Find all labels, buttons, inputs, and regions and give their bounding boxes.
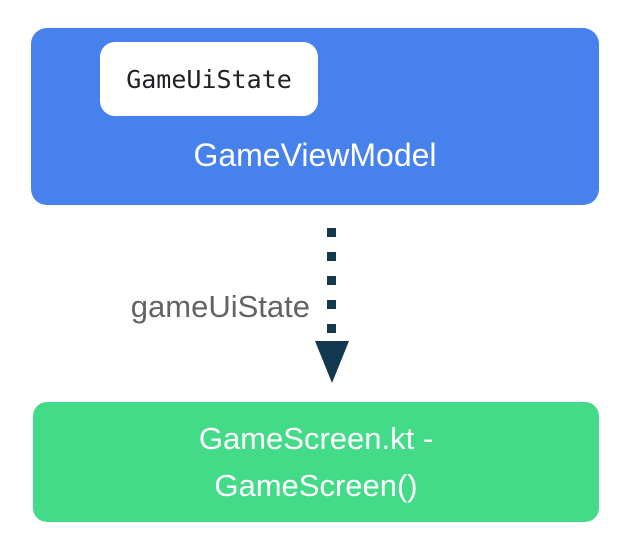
screen-box-label-line2: GameScreen() <box>214 468 418 503</box>
screen-box: GameScreen.kt - GameScreen() <box>33 402 599 522</box>
ui-state-chip: GameUiState <box>100 42 318 116</box>
flow-arrow-dotted-line <box>327 228 336 333</box>
viewmodel-box-label: GameViewModel <box>193 137 437 173</box>
arrow-dot <box>327 324 336 333</box>
viewmodel-box: GameUiState GameViewModel <box>31 28 599 205</box>
flow-arrow-label: gameUiState <box>130 289 310 324</box>
ui-state-chip-label: GameUiState <box>126 64 292 94</box>
arrow-dot <box>327 228 336 237</box>
screen-box-label-line1: GameScreen.kt - <box>198 421 434 456</box>
arrow-dot <box>327 300 336 309</box>
arrow-down-icon <box>315 341 349 383</box>
arrow-dot <box>327 276 336 285</box>
arrow-dot <box>327 252 336 261</box>
